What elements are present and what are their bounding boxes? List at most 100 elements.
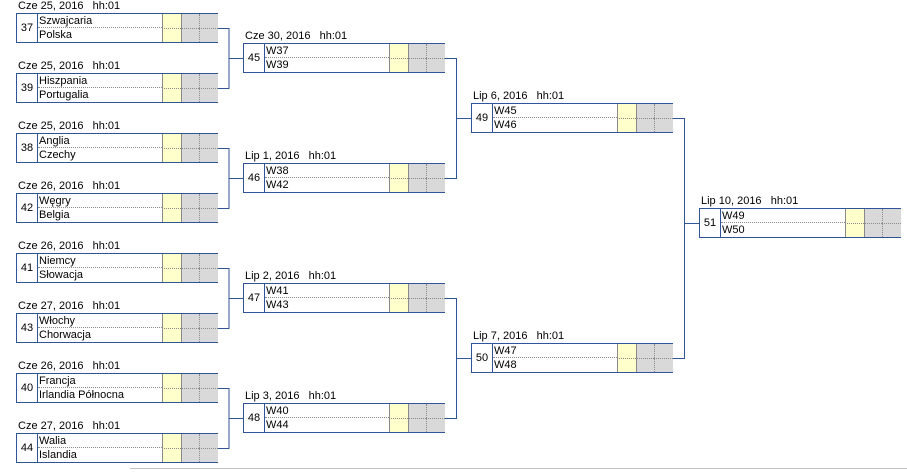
score-cell-team-1[interactable] — [389, 284, 408, 298]
team-2-cell[interactable]: Portugalia — [39, 89, 89, 101]
penalty-cell-team-1[interactable] — [654, 104, 673, 118]
penalty-cell-team-1[interactable] — [426, 44, 445, 58]
extra-time-cell-team-2[interactable] — [181, 88, 199, 102]
team-1-cell[interactable]: W38 — [265, 164, 389, 178]
score-cell-team-2[interactable] — [617, 358, 636, 372]
penalty-cell-team-2[interactable] — [199, 208, 218, 222]
team-2-cell[interactable]: W46 — [494, 119, 517, 131]
team-2-cell[interactable]: W44 — [266, 419, 289, 431]
extra-time-cell-team-1[interactable] — [181, 74, 199, 88]
team-2-cell[interactable]: W48 — [494, 359, 517, 371]
extra-time-cell-team-1[interactable] — [181, 194, 199, 208]
penalty-cell-team-1[interactable] — [426, 284, 445, 298]
extra-time-cell-team-2[interactable] — [636, 358, 654, 372]
score-cell-team-1[interactable] — [389, 404, 408, 418]
extra-time-cell-team-1[interactable] — [408, 164, 426, 178]
penalty-cell-team-2[interactable] — [654, 358, 673, 372]
score-cell-team-2[interactable] — [389, 298, 408, 312]
penalty-cell-team-1[interactable] — [199, 434, 218, 448]
score-cell-team-2[interactable] — [162, 388, 181, 402]
extra-time-cell-team-1[interactable] — [181, 254, 199, 268]
team-2-cell[interactable]: W42 — [266, 179, 289, 191]
extra-time-cell-team-2[interactable] — [636, 118, 654, 132]
penalty-cell-team-1[interactable] — [199, 254, 218, 268]
penalty-cell-team-2[interactable] — [426, 178, 445, 192]
score-cell-team-2[interactable] — [162, 88, 181, 102]
score-cell-team-2[interactable] — [389, 418, 408, 432]
team-1-cell[interactable]: W45 — [493, 104, 617, 118]
score-cell-team-2[interactable] — [162, 328, 181, 342]
team-2-cell[interactable]: W43 — [266, 299, 289, 311]
team-1-cell[interactable]: W41 — [265, 284, 389, 298]
penalty-cell-team-1[interactable] — [882, 209, 901, 223]
penalty-cell-team-2[interactable] — [199, 328, 218, 342]
score-cell-team-1[interactable] — [162, 134, 181, 148]
score-cell-team-2[interactable] — [162, 148, 181, 162]
extra-time-cell-team-1[interactable] — [636, 104, 654, 118]
penalty-cell-team-2[interactable] — [654, 118, 673, 132]
score-cell-team-1[interactable] — [162, 254, 181, 268]
extra-time-cell-team-2[interactable] — [408, 418, 426, 432]
score-cell-team-1[interactable] — [845, 209, 864, 223]
penalty-cell-team-1[interactable] — [199, 134, 218, 148]
extra-time-cell-team-2[interactable] — [181, 268, 199, 282]
penalty-cell-team-2[interactable] — [426, 58, 445, 72]
extra-time-cell-team-2[interactable] — [408, 298, 426, 312]
extra-time-cell-team-1[interactable] — [181, 374, 199, 388]
team-2-cell[interactable]: W50 — [722, 224, 745, 236]
extra-time-cell-team-2[interactable] — [181, 448, 199, 462]
penalty-cell-team-2[interactable] — [199, 88, 218, 102]
score-cell-team-2[interactable] — [389, 178, 408, 192]
score-cell-team-2[interactable] — [162, 448, 181, 462]
team-1-cell[interactable]: Walia — [38, 434, 162, 448]
score-cell-team-2[interactable] — [617, 118, 636, 132]
score-cell-team-1[interactable] — [162, 74, 181, 88]
extra-time-cell-team-2[interactable] — [181, 208, 199, 222]
penalty-cell-team-1[interactable] — [199, 14, 218, 28]
team-2-cell[interactable]: W39 — [266, 59, 289, 71]
penalty-cell-team-2[interactable] — [882, 223, 901, 237]
team-2-cell[interactable]: Islandia — [39, 449, 77, 461]
team-1-cell[interactable]: Węgry — [38, 194, 162, 208]
penalty-cell-team-2[interactable] — [199, 28, 218, 42]
penalty-cell-team-1[interactable] — [199, 74, 218, 88]
extra-time-cell-team-1[interactable] — [181, 434, 199, 448]
score-cell-team-2[interactable] — [162, 28, 181, 42]
extra-time-cell-team-1[interactable] — [636, 344, 654, 358]
penalty-cell-team-2[interactable] — [426, 298, 445, 312]
extra-time-cell-team-1[interactable] — [864, 209, 882, 223]
team-2-cell[interactable]: Belgia — [39, 209, 70, 221]
team-1-cell[interactable]: Anglia — [38, 134, 162, 148]
extra-time-cell-team-2[interactable] — [864, 223, 882, 237]
penalty-cell-team-2[interactable] — [199, 148, 218, 162]
team-1-cell[interactable]: W47 — [493, 344, 617, 358]
score-cell-team-1[interactable] — [617, 344, 636, 358]
score-cell-team-1[interactable] — [162, 434, 181, 448]
extra-time-cell-team-1[interactable] — [181, 134, 199, 148]
team-1-cell[interactable]: W37 — [265, 44, 389, 58]
penalty-cell-team-1[interactable] — [199, 194, 218, 208]
score-cell-team-1[interactable] — [162, 194, 181, 208]
team-1-cell[interactable]: Hiszpania — [38, 74, 162, 88]
team-1-cell[interactable]: W40 — [265, 404, 389, 418]
score-cell-team-1[interactable] — [162, 14, 181, 28]
penalty-cell-team-2[interactable] — [199, 268, 218, 282]
extra-time-cell-team-2[interactable] — [408, 178, 426, 192]
penalty-cell-team-1[interactable] — [654, 344, 673, 358]
penalty-cell-team-2[interactable] — [199, 388, 218, 402]
score-cell-team-2[interactable] — [162, 268, 181, 282]
team-1-cell[interactable]: Niemcy — [38, 254, 162, 268]
team-2-cell[interactable]: Polska — [39, 29, 73, 41]
extra-time-cell-team-2[interactable] — [181, 328, 199, 342]
extra-time-cell-team-1[interactable] — [408, 44, 426, 58]
penalty-cell-team-1[interactable] — [199, 374, 218, 388]
team-1-cell[interactable]: Włochy — [38, 314, 162, 328]
team-1-cell[interactable]: Francja — [38, 374, 162, 388]
extra-time-cell-team-1[interactable] — [408, 284, 426, 298]
team-2-cell[interactable]: Słowacja — [39, 269, 84, 281]
penalty-cell-team-2[interactable] — [426, 418, 445, 432]
extra-time-cell-team-2[interactable] — [181, 28, 199, 42]
penalty-cell-team-1[interactable] — [199, 314, 218, 328]
score-cell-team-1[interactable] — [389, 164, 408, 178]
team-2-cell[interactable]: Chorwacja — [39, 329, 91, 341]
